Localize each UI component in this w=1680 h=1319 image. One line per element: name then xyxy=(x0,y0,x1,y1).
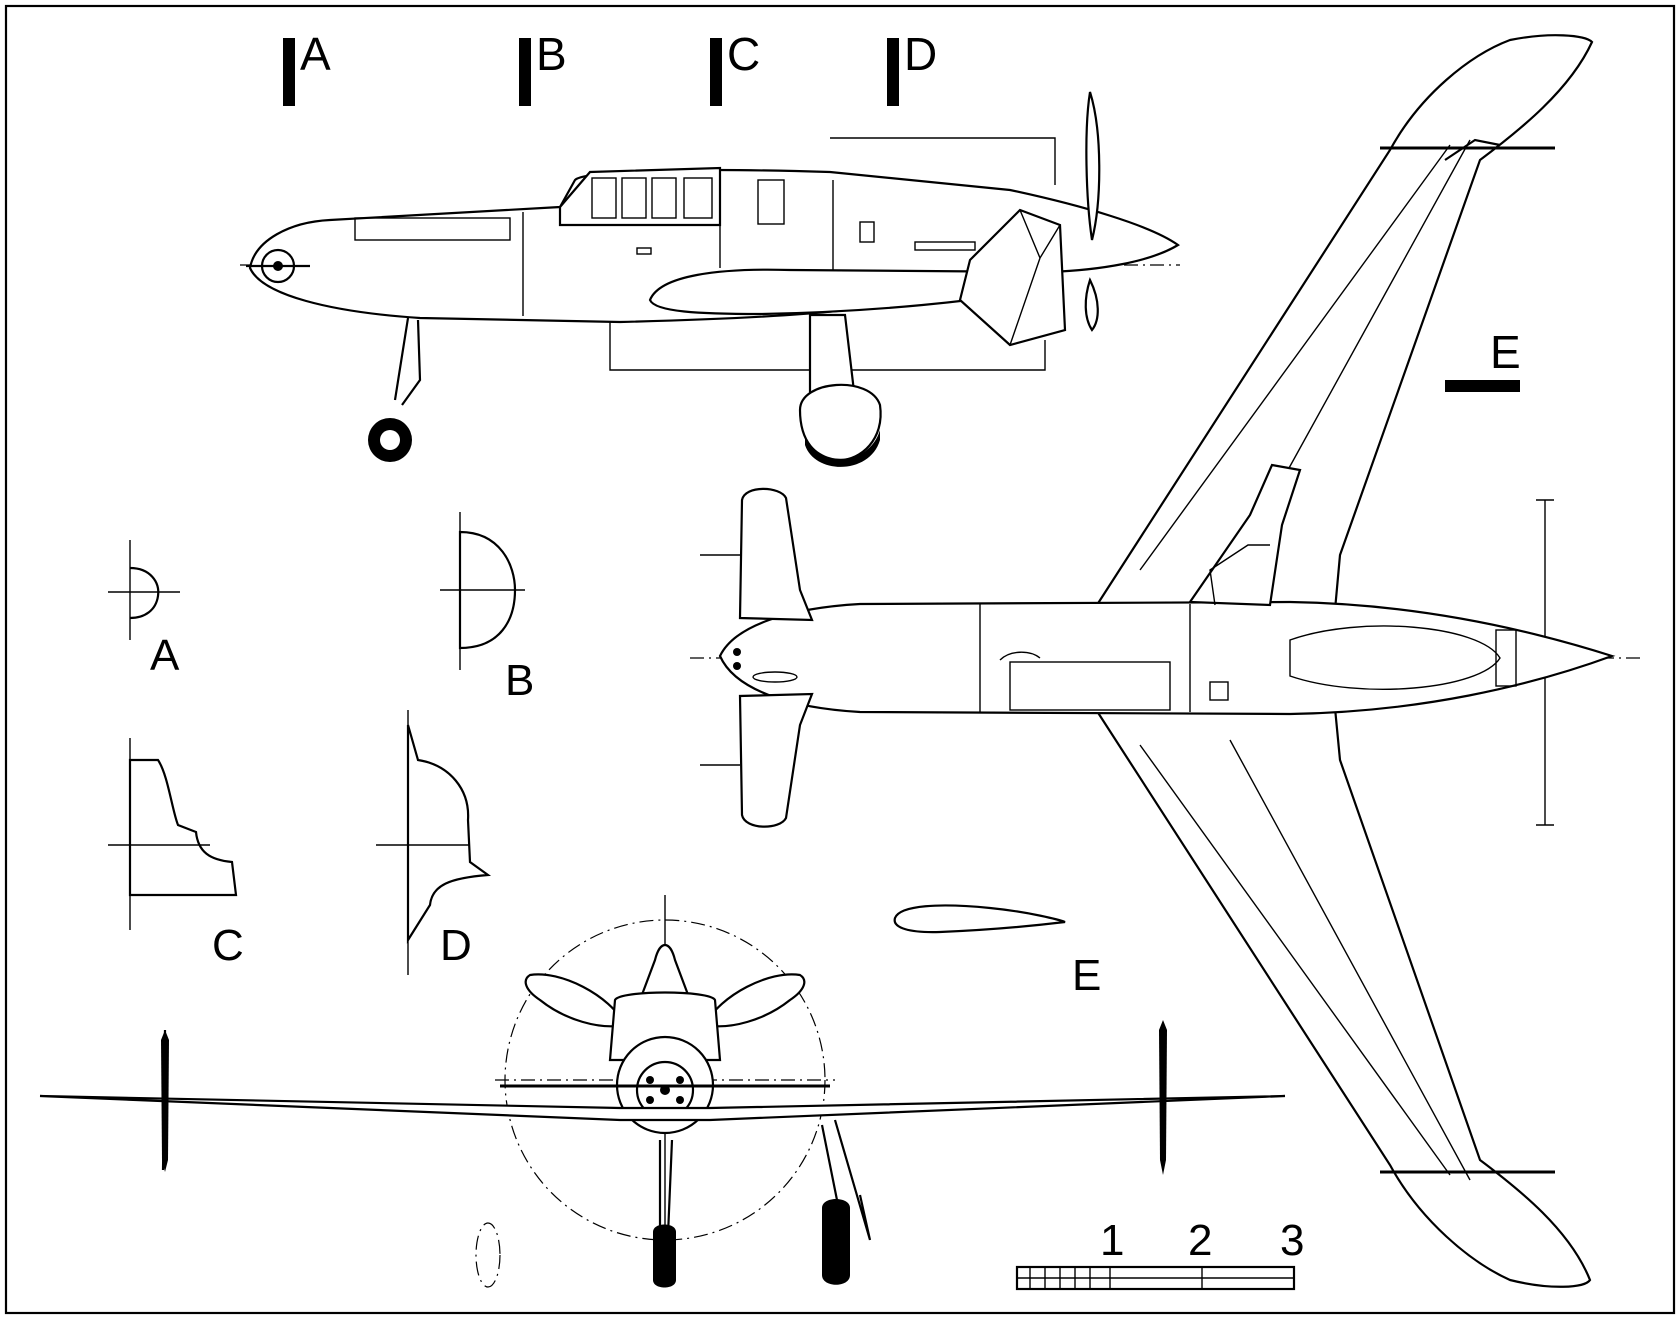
section-marker-d-label: D xyxy=(904,28,937,80)
section-markers: A B C D xyxy=(283,28,937,106)
section-b-label: B xyxy=(505,656,534,705)
scale-label-3: 3 xyxy=(1280,1216,1304,1265)
cross-sections: A B C D E xyxy=(108,512,1101,1000)
section-c-label: C xyxy=(212,921,244,970)
section-marker-d-bar xyxy=(887,38,899,106)
scale-label-2: 2 xyxy=(1188,1216,1212,1265)
plan-section-e-label: E xyxy=(1490,326,1521,378)
front-wing xyxy=(39,1094,1286,1122)
section-marker-a-bar xyxy=(283,38,295,106)
page-frame xyxy=(4,4,1676,1315)
section-d-label: D xyxy=(440,921,472,970)
section-marker-b-label: B xyxy=(536,28,567,80)
scale-bar: 1 2 3 xyxy=(1015,1216,1304,1291)
section-marker-a-label: A xyxy=(300,28,331,80)
section-marker-c-label: C xyxy=(727,28,760,80)
plan-wing-upper xyxy=(1092,34,1594,612)
front-propeller-disc xyxy=(504,919,826,1241)
plan-fuselage xyxy=(718,600,1616,716)
plan-section-e-bar xyxy=(1445,380,1520,392)
plan-wing-lower xyxy=(1092,706,1592,1288)
airfoil-profile xyxy=(893,904,1066,934)
airfoil-profile-label: E xyxy=(1072,951,1101,1000)
side-view xyxy=(240,91,1180,467)
plan-view: E xyxy=(690,34,1640,1288)
section-a-label: A xyxy=(150,631,180,680)
front-view xyxy=(39,895,1286,1288)
section-marker-c-bar xyxy=(710,38,722,106)
section-marker-b-bar xyxy=(519,38,531,106)
scale-label-1: 1 xyxy=(1100,1216,1124,1265)
